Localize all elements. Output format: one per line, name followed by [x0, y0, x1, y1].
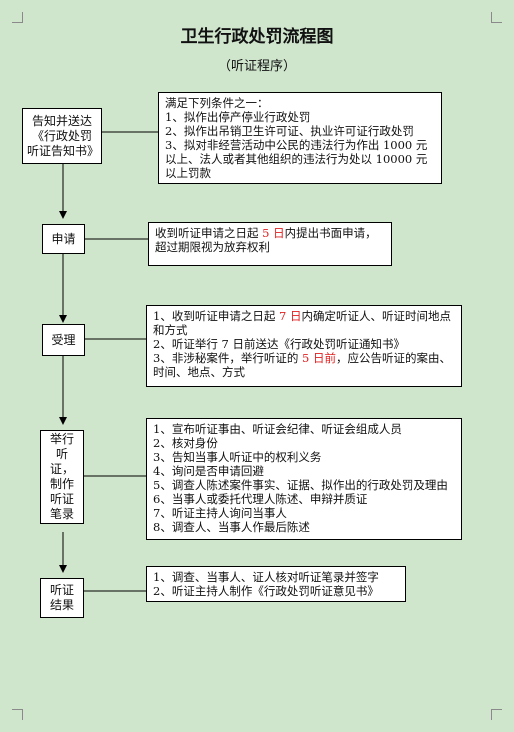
notify-condition-3: 3、拟对非经营活动中公民的违法行为作出 1000 元以上、法人或者其他组织的违法… — [165, 138, 428, 180]
notify-condition-2: 2、拟作出吊销卫生许可证、执业许可证行政处罚 — [165, 124, 414, 138]
step-hold-label: 举行听证，制作听证笔录 — [49, 432, 74, 521]
details-apply: 收到听证申请之日起 5 日内提出书面申请，超过期限视为放弃权利 — [148, 222, 392, 266]
notify-condition-intro: 满足下列条件之一： — [165, 96, 269, 110]
step-result: 听证结果 — [40, 578, 84, 618]
hold-item-7: 7、听证主持人询问当事人 — [153, 506, 287, 520]
hold-item-6: 6、当事人或委托代理人陈述、申辩并质证 — [153, 492, 368, 506]
hold-item-5: 5、调查人陈述案件事实、证据、拟作出的行政处罚及理由 — [153, 478, 448, 492]
step-accept: 受理 — [42, 324, 85, 356]
hold-item-1: 1、宣布听证事由、听证会纪律、听证会组成人员 — [153, 422, 402, 436]
corner-mark-top-right — [491, 12, 502, 23]
hold-item-3: 3、告知当事人听证中的权利义务 — [153, 450, 322, 464]
result-item-2: 2、听证主持人制作《行政处罚听证意见书》 — [153, 584, 379, 598]
step-apply-label: 申请 — [51, 231, 76, 246]
corner-mark-bottom-right — [491, 709, 502, 720]
apply-rule: 收到听证申请之日起 5 日内提出书面申请，超过期限视为放弃权利 — [155, 226, 377, 254]
details-result: 1、调查、当事人、证人核对听证笔录并签字 2、听证主持人制作《行政处罚听证意见书… — [146, 566, 406, 602]
corner-mark-top-left — [12, 12, 23, 23]
step-result-label: 听证结果 — [49, 583, 74, 612]
step-notify-label: 告知并送达《行政处罚听证告知书》 — [27, 113, 100, 158]
details-accept: 1、收到听证申请之日起 7 日内确定听证人、听证时间地点和方式 2、听证举行 7… — [146, 305, 462, 387]
step-notify: 告知并送达《行政处罚听证告知书》 — [22, 108, 102, 164]
step-apply: 申请 — [42, 224, 85, 254]
details-hold: 1、宣布听证事由、听证会纪律、听证会组成人员 2、核对身份 3、告知当事人听证中… — [146, 418, 462, 540]
step-accept-label: 受理 — [51, 332, 76, 347]
hold-item-8: 8、调查人、当事人作最后陈述 — [153, 520, 310, 534]
page-title: 卫生行政处罚流程图 — [180, 27, 334, 47]
hold-item-2: 2、核对身份 — [153, 436, 218, 450]
notify-condition-1: 1、拟作出停产停业行政处罚 — [165, 110, 311, 124]
accept-rule-2: 2、听证举行 7 日前送达《行政处罚听证通知书》 — [153, 337, 405, 351]
step-hold: 举行听证，制作听证笔录 — [40, 430, 84, 524]
hold-item-4: 4、询问是否申请回避 — [153, 464, 264, 478]
page-subtitle: （听证程序） — [217, 59, 296, 74]
corner-mark-bottom-left — [12, 709, 23, 720]
result-item-1: 1、调查、当事人、证人核对听证笔录并签字 — [153, 570, 379, 584]
accept-deadline-highlight-1: 7 日 — [278, 309, 302, 323]
accept-rule-3: 3、非涉秘案件，举行听证的 5 日前，应公告听证的案由、时间、地点、方式 — [153, 351, 451, 379]
accept-deadline-highlight-2: 5 日前 — [301, 351, 336, 365]
accept-rule-1: 1、收到听证申请之日起 7 日内确定听证人、听证时间地点和方式 — [153, 309, 451, 337]
apply-deadline-highlight: 5 日 — [262, 226, 285, 240]
details-notify: 满足下列条件之一： 1、拟作出停产停业行政处罚 2、拟作出吊销卫生许可证、执业许… — [158, 92, 442, 184]
